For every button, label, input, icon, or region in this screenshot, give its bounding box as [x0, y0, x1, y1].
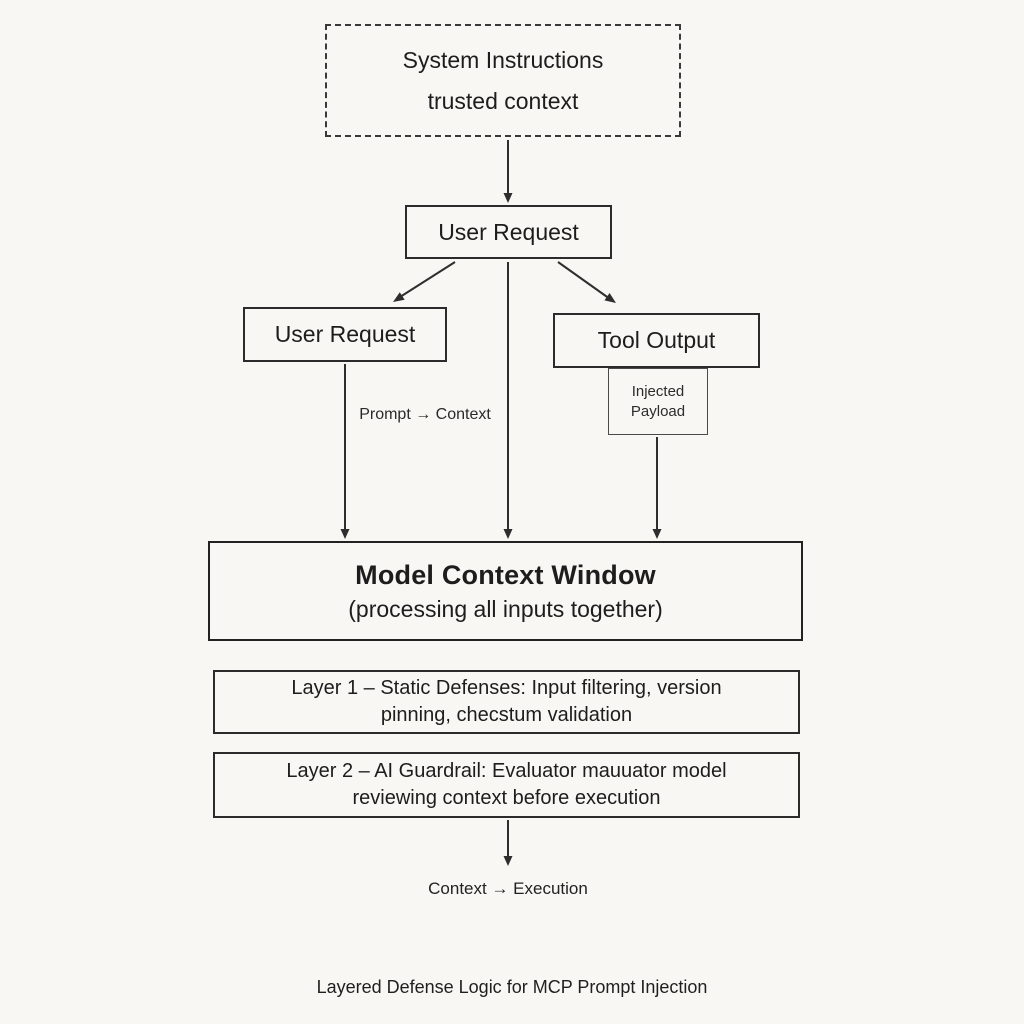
layer1-static-defenses-box: Layer 1 – Static Defenses: Input filteri… — [213, 670, 800, 734]
user-request-left-box: User Request — [243, 307, 447, 362]
model-context-window-box: Model Context Window (processing all inp… — [208, 541, 803, 641]
layer2-line1: Layer 2 – AI Guardrail: Evaluator mauuat… — [286, 760, 727, 782]
arrow-user-request-to-tool-output — [557, 261, 611, 300]
layer2-ai-guardrail-box: Layer 2 – AI Guardrail: Evaluator mauuat… — [213, 752, 800, 818]
injected-payload-line1: Injected — [631, 383, 685, 400]
prompt-to-context-label: Prompt → Context — [359, 406, 491, 423]
user-request-top-box: User Request — [405, 205, 612, 259]
tool-output-label: Tool Output — [597, 327, 716, 353]
model-context-window-subtitle: (processing all inputs together) — [348, 595, 663, 622]
user-request-left-label: User Request — [274, 321, 416, 347]
injected-payload-line2: Payload — [630, 403, 686, 420]
arrowhead — [503, 529, 513, 539]
model-context-window-title: Model Context Window — [355, 559, 656, 590]
user-request-top-label: User Request — [438, 218, 579, 245]
arrowhead — [340, 529, 350, 539]
tool-output-box: Tool Output — [553, 313, 760, 368]
arrowhead — [503, 193, 513, 203]
arrowhead — [604, 293, 616, 303]
layer2-line2: reviewing context before execution — [352, 787, 661, 809]
diagram-caption: Layered Defense Logic for MCP Prompt Inj… — [316, 977, 708, 997]
layer1-line1: Layer 1 – Static Defenses: Input filteri… — [291, 677, 722, 699]
system-instructions-line1: System Instructions — [402, 46, 604, 73]
system-instructions-box: System Instructions trusted context — [325, 24, 681, 137]
arrowhead — [393, 292, 405, 302]
arrowhead — [652, 529, 662, 539]
system-instructions-line2: trusted context — [427, 87, 579, 114]
injected-payload-box: Injected Payload — [608, 368, 708, 435]
arrow-user-request-to-left — [399, 261, 456, 298]
context-to-execution-label: Context → Execution — [428, 879, 588, 898]
arrowhead — [503, 856, 513, 866]
layer1-line2: pinning, checstum validation — [380, 704, 633, 726]
